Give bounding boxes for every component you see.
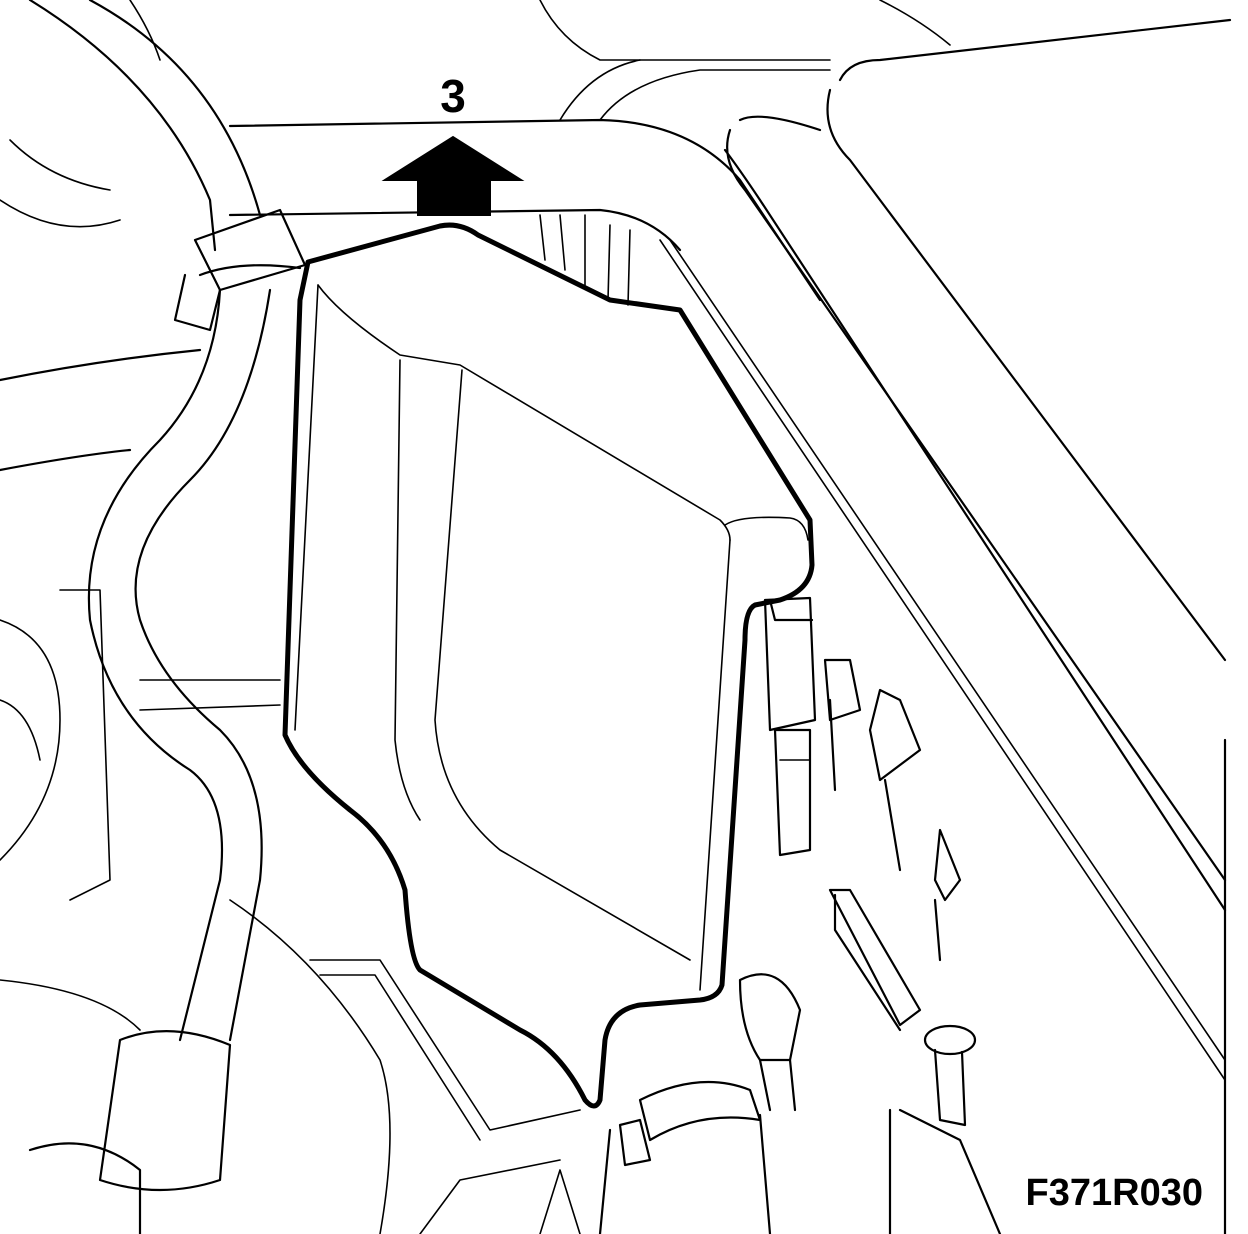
hose-clamp-lower [598, 973, 802, 1234]
relay-connectors [763, 596, 962, 1032]
figure-code: F371R030 [1026, 1172, 1203, 1214]
arrow-up-icon [381, 135, 525, 216]
lower-components [229, 899, 581, 1234]
battery-housing [659, 18, 1232, 1234]
mounting-bolt [888, 1024, 1002, 1234]
callout-number: 3 [440, 70, 466, 122]
coolant-hose [0, 0, 272, 1234]
hose-clamp-upper [173, 208, 307, 332]
fuse-box-cover [282, 214, 815, 1109]
engine-block-left [0, 589, 281, 1031]
